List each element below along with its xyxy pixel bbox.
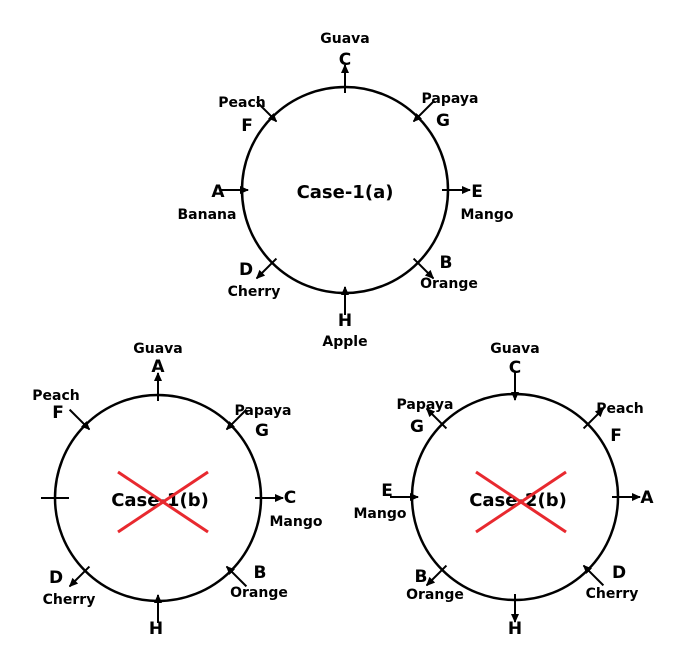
fruit-label: Guava bbox=[490, 341, 539, 357]
fruit-label: Cherry bbox=[586, 586, 639, 602]
person-letter: H bbox=[508, 619, 522, 639]
seat-G: G Papaya bbox=[225, 403, 292, 441]
seat-D: D Cherry bbox=[43, 565, 96, 608]
seat-C: C Guava bbox=[320, 31, 370, 93]
person-letter: F bbox=[52, 403, 64, 423]
fruit-label: Banana bbox=[178, 207, 237, 223]
facing-inward-arrow bbox=[225, 408, 248, 431]
person-letter: C bbox=[339, 50, 351, 70]
facing-outward-arrow bbox=[425, 564, 448, 587]
fruit-label: Cherry bbox=[228, 284, 281, 300]
facing-inward-arrow bbox=[68, 408, 91, 431]
seat-E: E Mango bbox=[354, 481, 419, 522]
person-letter: E bbox=[471, 182, 483, 202]
facing-outward-arrow bbox=[68, 565, 91, 588]
person-letter: F bbox=[610, 426, 622, 446]
seat-E: E Mango bbox=[442, 182, 514, 223]
diagram-3: Case-2(b)CGuavaFPeachADCherryHBOrangeEMa… bbox=[354, 341, 655, 639]
seat-A: A bbox=[612, 488, 654, 508]
fruit-label: Guava bbox=[133, 341, 182, 357]
seat-D: D Cherry bbox=[582, 563, 639, 602]
person-letter: E bbox=[381, 481, 393, 501]
seat-B: B Orange bbox=[412, 253, 478, 292]
fruit-label: Apple bbox=[322, 334, 367, 350]
seat-D: D Cherry bbox=[228, 257, 281, 300]
person-letter: A bbox=[151, 357, 165, 377]
facing-inward-arrow bbox=[225, 565, 248, 588]
fruit-label: Orange bbox=[420, 276, 478, 292]
fruit-label: Papaya bbox=[422, 91, 479, 107]
facing-outward-arrow bbox=[255, 257, 278, 280]
person-letter: H bbox=[338, 311, 352, 331]
seat-G: G Papaya bbox=[412, 91, 479, 131]
fruit-label: Orange bbox=[230, 585, 288, 601]
person-letter: G bbox=[436, 111, 450, 131]
seat-C: C Mango bbox=[255, 488, 323, 530]
diagram-2: Case-1(b)AGuavaGPapayaCMangoBOrangeHDChe… bbox=[32, 341, 323, 639]
person-letter: D bbox=[612, 563, 626, 583]
person-letter: C bbox=[509, 358, 521, 378]
seat-G: G Papaya bbox=[397, 397, 454, 437]
facing-outward-arrow bbox=[582, 407, 605, 430]
fruit-label: Cherry bbox=[43, 592, 96, 608]
fruit-label: Papaya bbox=[235, 403, 292, 419]
fruit-label: Peach bbox=[32, 388, 79, 404]
person-letter: H bbox=[149, 619, 163, 639]
seat-H: H bbox=[508, 594, 522, 639]
facing-outward-arrow bbox=[425, 407, 448, 430]
person-letter: B bbox=[254, 563, 267, 583]
person-letter: D bbox=[49, 568, 63, 588]
fruit-label: Orange bbox=[406, 587, 464, 603]
seat-H: H bbox=[149, 594, 163, 639]
fruit-label: Papaya bbox=[397, 397, 454, 413]
person-letter: A bbox=[640, 488, 654, 508]
person-letter: A bbox=[211, 182, 225, 202]
facing-outward-arrow bbox=[412, 257, 435, 280]
facing-inward-arrow bbox=[412, 100, 435, 123]
facing-inward-arrow bbox=[255, 100, 278, 123]
facing-inward-arrow bbox=[582, 564, 605, 587]
seat-H: H Apple bbox=[322, 286, 368, 350]
case-label: Case-1(a) bbox=[297, 182, 394, 203]
cross-out-mark bbox=[117, 470, 209, 534]
fruit-label: Mango bbox=[354, 506, 407, 522]
person-letter: F bbox=[241, 116, 253, 136]
seat-A: A Banana bbox=[178, 182, 249, 223]
person-letter: B bbox=[415, 567, 428, 587]
fruit-label: Peach bbox=[596, 401, 643, 417]
cross-out-mark bbox=[475, 470, 567, 534]
seat-F: F Peach bbox=[582, 401, 644, 446]
fruit-label: Mango bbox=[461, 207, 514, 223]
person-letter: D bbox=[239, 260, 253, 280]
seat-B: B Orange bbox=[225, 563, 288, 601]
person-letter: B bbox=[440, 253, 453, 273]
fruit-label: Mango bbox=[270, 514, 323, 530]
fruit-label: Guava bbox=[320, 31, 369, 47]
person-letter: G bbox=[410, 417, 424, 437]
seat-F: F Peach bbox=[218, 95, 278, 136]
person-letter: G bbox=[255, 421, 269, 441]
fruit-label: Peach bbox=[218, 95, 265, 111]
person-letter: C bbox=[284, 488, 296, 508]
